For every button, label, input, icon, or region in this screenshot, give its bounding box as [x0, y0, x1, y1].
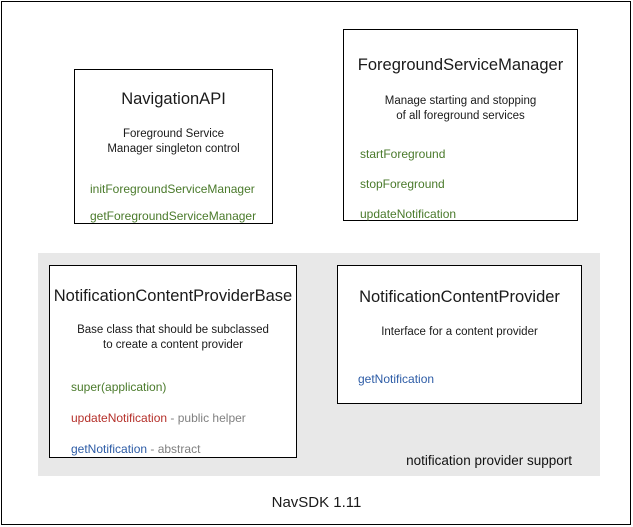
card-description-notification-content-provider: Interface for a content provider: [338, 325, 581, 341]
method-name: updateNotification: [71, 410, 168, 425]
method-item: getForegroundServiceManager: [90, 209, 272, 224]
card-notification-content-provider: NotificationContentProvider Interface fo…: [337, 265, 582, 404]
card-notification-content-provider-base: NotificationContentProviderBase Base cla…: [49, 265, 297, 458]
card-foreground-service-manager: ForegroundServiceManager Manage starting…: [343, 29, 578, 221]
method-name: initForegroundServiceManager: [90, 181, 255, 196]
method-item: updateNotification: [360, 207, 577, 222]
footer-version-label: NavSDK 1.11: [271, 494, 362, 511]
method-name: getForegroundServiceManager: [90, 208, 257, 223]
method-annotation: - public helper: [167, 410, 246, 425]
card-description-foreground-service-manager: Manage starting and stopping of all fore…: [344, 94, 577, 125]
method-name: stopForeground: [360, 176, 445, 191]
card-description-navigation-api: Foreground Service Manager singleton con…: [75, 127, 272, 158]
card-description-line: of all foreground services: [396, 110, 525, 123]
card-description-line: Manager singleton control: [107, 143, 240, 156]
method-item: initForegroundServiceManager: [90, 182, 272, 197]
method-name: updateNotification: [360, 206, 457, 221]
method-item: super(application): [71, 380, 296, 395]
method-item: getNotification - abstract: [71, 442, 296, 457]
card-navigation-api: NavigationAPI Foreground Service Manager…: [74, 69, 273, 224]
method-list-foreground-service-manager: startForeground stopForeground updateNot…: [344, 147, 577, 222]
method-list-notification-content-provider-base: super(application) updateNotification - …: [50, 380, 296, 457]
method-item: getNotification: [358, 372, 581, 387]
card-title-notification-content-provider-base: NotificationContentProviderBase: [53, 287, 293, 305]
card-description-line: to create a content provider: [103, 339, 243, 352]
method-list-notification-content-provider: getNotification: [338, 372, 581, 387]
method-name: super(application): [71, 379, 167, 394]
card-title-navigation-api: NavigationAPI: [121, 90, 226, 108]
card-description-line: Interface for a content provider: [381, 325, 538, 338]
method-item: stopForeground: [360, 177, 577, 192]
method-list-navigation-api: initForegroundServiceManager getForegrou…: [75, 182, 272, 224]
method-item: updateNotification - public helper: [71, 411, 296, 426]
card-description-line: Manage starting and stopping: [384, 94, 537, 107]
card-description-notification-content-provider-base: Base class that should be subclassed to …: [50, 323, 296, 354]
method-annotation: - abstract: [147, 441, 201, 456]
card-description-line: Foreground Service: [123, 127, 224, 140]
group-panel-caption: notification provider support: [406, 453, 572, 468]
method-name: getNotification: [71, 441, 148, 456]
method-name: startForeground: [360, 146, 446, 161]
method-name: getNotification: [358, 372, 435, 387]
card-title-notification-content-provider: NotificationContentProvider: [359, 288, 560, 306]
method-item: startForeground: [360, 147, 577, 162]
card-description-line: Base class that should be subclassed: [77, 323, 269, 336]
card-title-foreground-service-manager: ForegroundServiceManager: [357, 56, 564, 74]
